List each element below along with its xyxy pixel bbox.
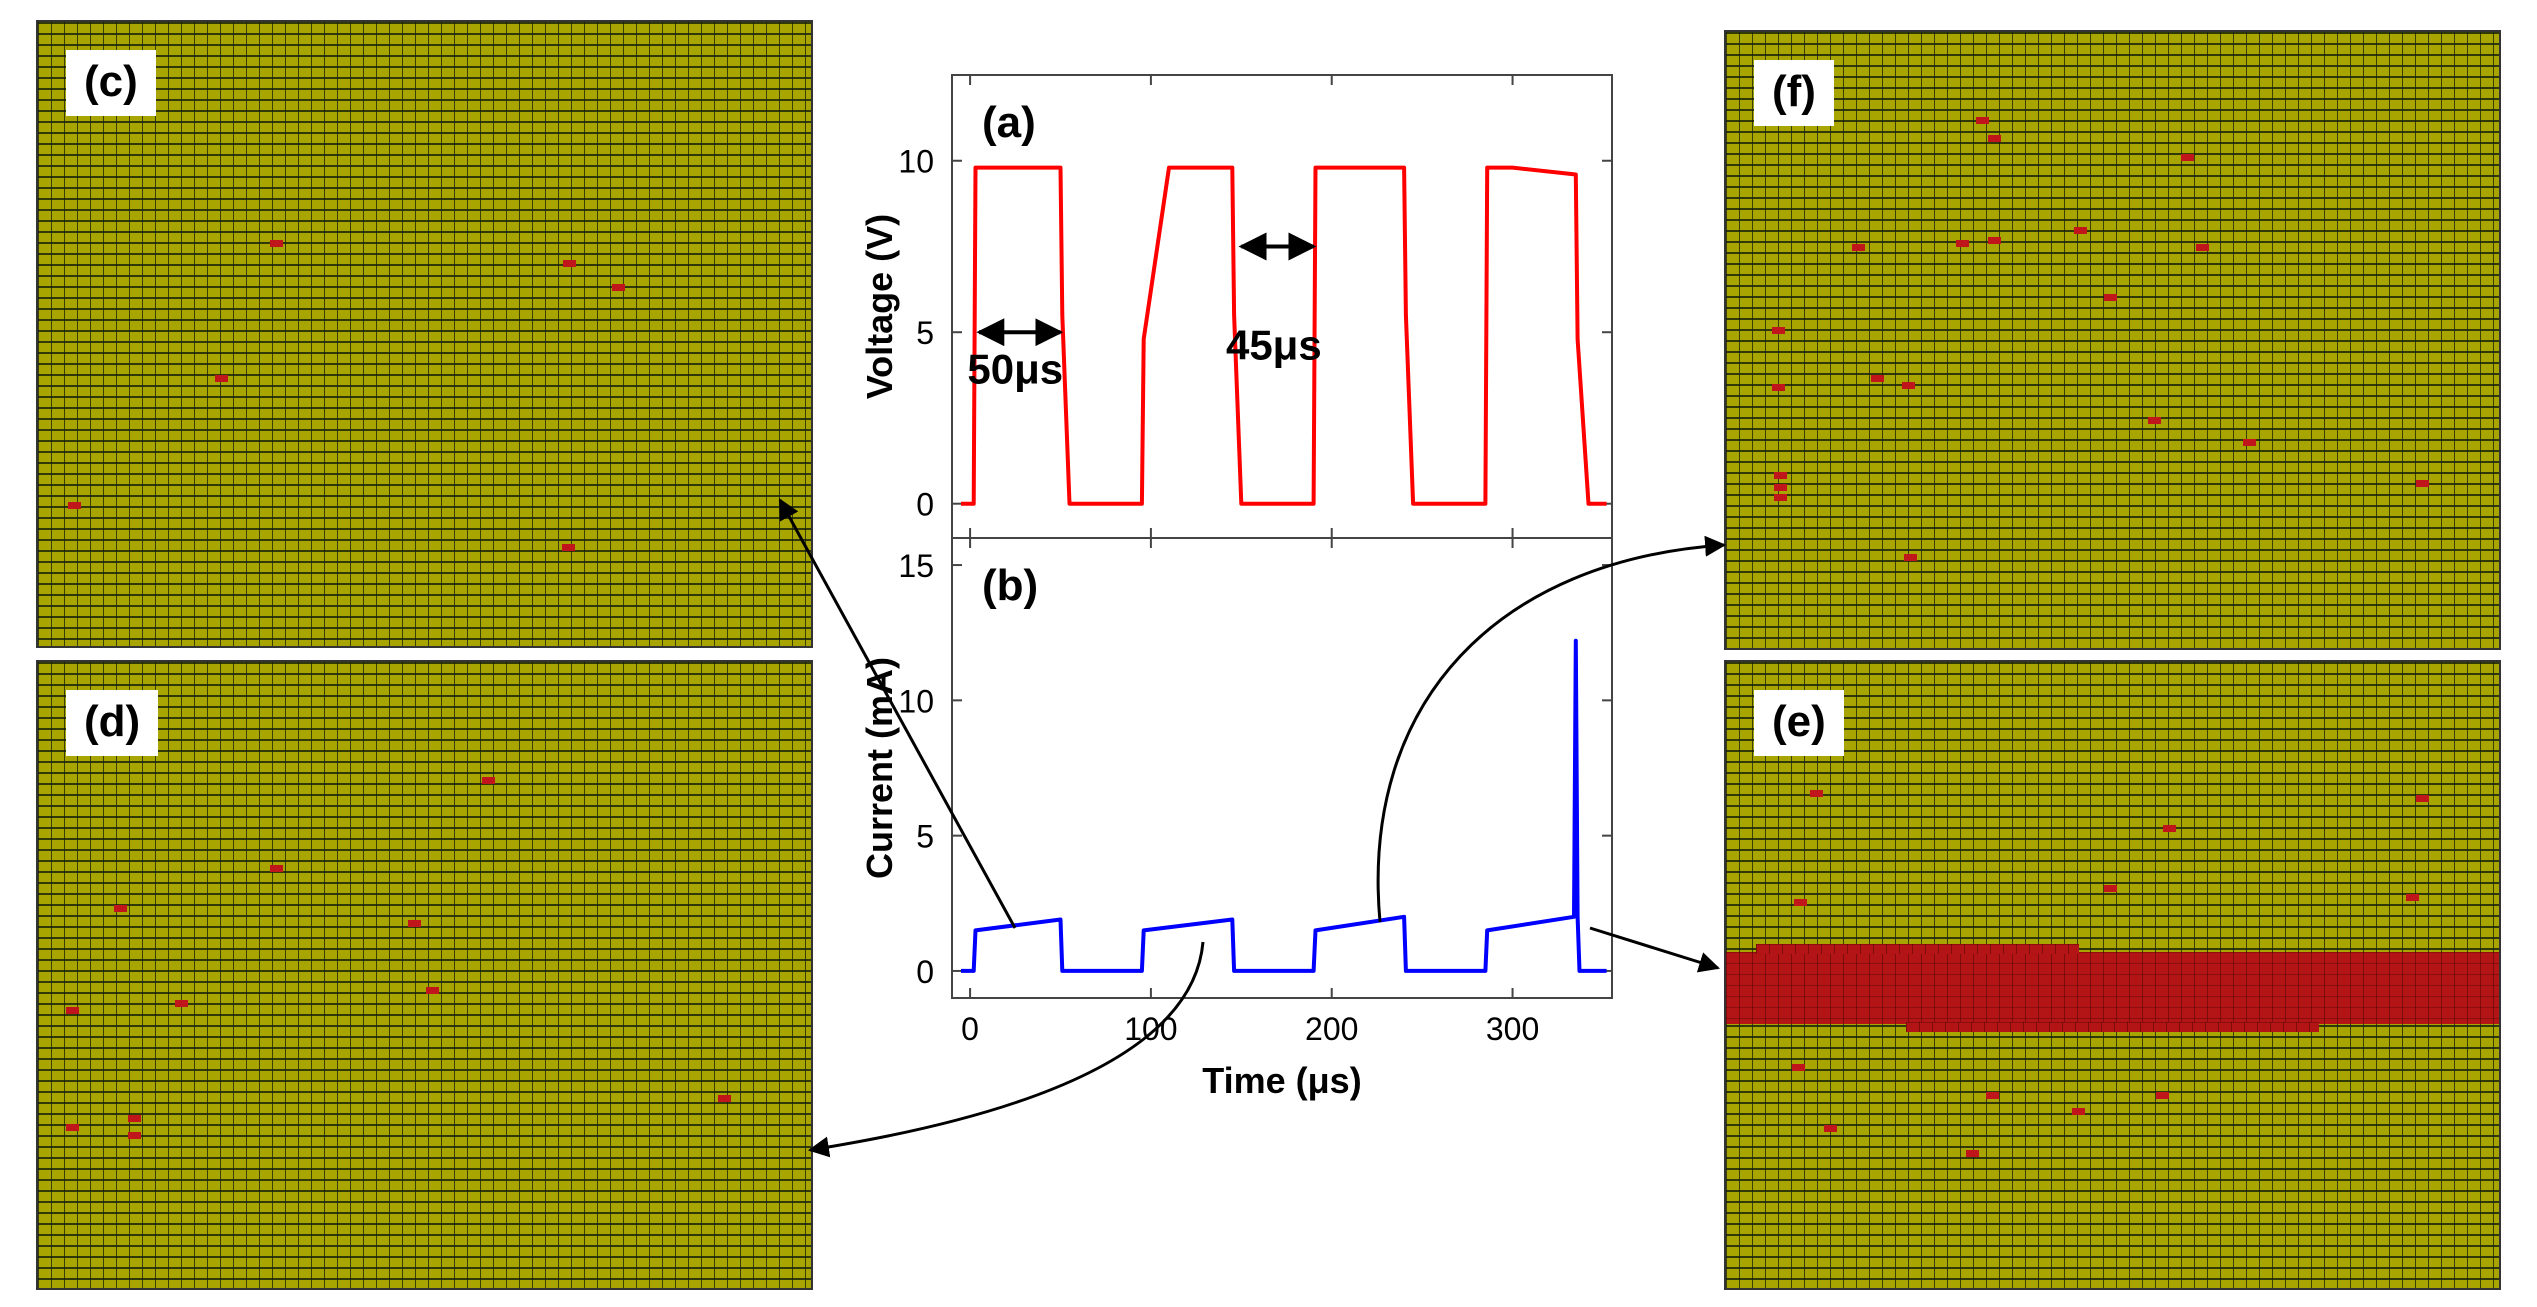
defect-cell xyxy=(408,920,421,927)
defect-cell xyxy=(2072,1108,2085,1115)
defect-cell xyxy=(1774,484,1787,491)
defect-cell xyxy=(1956,240,1969,247)
panel-f-label: (f) xyxy=(1754,60,1834,127)
x-tick-label: 200 xyxy=(1305,1011,1358,1047)
defect-cell xyxy=(1824,1125,1837,1132)
defect-cell xyxy=(612,284,625,291)
defect-cell xyxy=(215,375,228,382)
defect-cell xyxy=(718,1095,731,1102)
series-line xyxy=(961,638,1607,973)
y-tick-label: 0 xyxy=(916,487,934,523)
defect-cell xyxy=(1871,375,1884,382)
panel-label: (b) xyxy=(982,561,1038,610)
panel-d-grid: (d) xyxy=(36,660,813,1290)
defect-cell xyxy=(2104,294,2117,301)
defect-cell xyxy=(2163,825,2176,832)
defect-cell xyxy=(2243,439,2256,446)
defect-band xyxy=(1726,952,2499,1024)
panel-e-grid: (e) xyxy=(1724,660,2501,1290)
panel-c-label: (c) xyxy=(66,50,156,117)
y-tick-label: 5 xyxy=(916,315,934,351)
annotation: 50μs xyxy=(967,346,1063,393)
panel-c-grid: (c) xyxy=(36,20,813,648)
defect-cell xyxy=(1794,899,1807,906)
defect-cell xyxy=(175,1000,188,1007)
y-axis-label: Current (mA) xyxy=(859,657,900,879)
defect-cell xyxy=(1966,1150,1979,1157)
defect-cell xyxy=(1988,237,2001,244)
defect-cell xyxy=(2104,885,2117,892)
defect-cell xyxy=(1988,135,2001,142)
y-tick-label: 15 xyxy=(898,548,934,584)
defect-cell xyxy=(1902,382,1915,389)
defect-cell xyxy=(2416,480,2429,487)
defect-cell xyxy=(1774,472,1787,479)
defect-cell xyxy=(128,1132,141,1139)
defect-cell xyxy=(270,240,283,247)
defect-cell xyxy=(2156,1092,2169,1099)
defect-cell xyxy=(2416,795,2429,802)
annotation: 45μs xyxy=(1226,322,1322,369)
connector-arrows xyxy=(778,498,1727,1158)
voltage-chart: 0 5 10 (a) Voltage (V) 50μs 45μs xyxy=(859,74,1613,539)
series-line xyxy=(961,165,1607,506)
defect-cell xyxy=(68,502,81,509)
defect-cell xyxy=(66,1007,79,1014)
plot-frame xyxy=(951,74,1613,539)
x-axis-label: Time (μs) xyxy=(1202,1060,1361,1101)
defect-cell xyxy=(1976,117,1989,124)
defect-cell xyxy=(1772,327,1785,334)
defect-cell xyxy=(2074,227,2087,234)
defect-cell xyxy=(1772,384,1785,391)
panel-d-label: (d) xyxy=(66,690,159,757)
defect-cell xyxy=(1774,494,1787,501)
defect-cell xyxy=(128,1115,141,1122)
plot-frame xyxy=(951,537,1613,999)
x-tick-label: 300 xyxy=(1486,1011,1539,1047)
defect-cell xyxy=(66,1124,79,1131)
defect-cell xyxy=(114,905,127,912)
y-tick-label: 10 xyxy=(898,683,934,719)
defect-cell xyxy=(2196,244,2209,251)
defect-cell xyxy=(1810,790,1823,797)
connector-arrow xyxy=(778,498,1017,929)
panel-f-grid: (f) xyxy=(1724,30,2501,650)
defect-cell xyxy=(270,865,283,872)
y-tick-label: 5 xyxy=(916,819,934,855)
defect-cell xyxy=(426,987,439,994)
defect-cell xyxy=(1852,244,1865,251)
x-tick-label: 0 xyxy=(961,1011,979,1047)
defect-cell xyxy=(563,260,576,267)
panel-label: (a) xyxy=(982,98,1036,147)
y-tick-label: 0 xyxy=(916,954,934,990)
defect-band xyxy=(1906,1022,2319,1032)
defect-cell xyxy=(1792,1064,1805,1071)
defect-cell xyxy=(2148,417,2161,424)
defect-cell xyxy=(2181,154,2194,161)
panel-e-label: (e) xyxy=(1754,690,1844,757)
defect-cell xyxy=(482,777,495,784)
defect-band xyxy=(1756,944,2079,954)
connector-arrow xyxy=(807,941,1205,1158)
defect-cell xyxy=(2406,894,2419,901)
connector-arrow xyxy=(1589,926,1721,973)
defect-cell xyxy=(1904,554,1917,561)
defect-cell xyxy=(1986,1092,1999,1099)
y-axis-label: Voltage (V) xyxy=(859,214,900,399)
connector-arrow xyxy=(1376,535,1727,923)
y-tick-label: 10 xyxy=(898,144,934,180)
defect-cell xyxy=(562,544,575,551)
